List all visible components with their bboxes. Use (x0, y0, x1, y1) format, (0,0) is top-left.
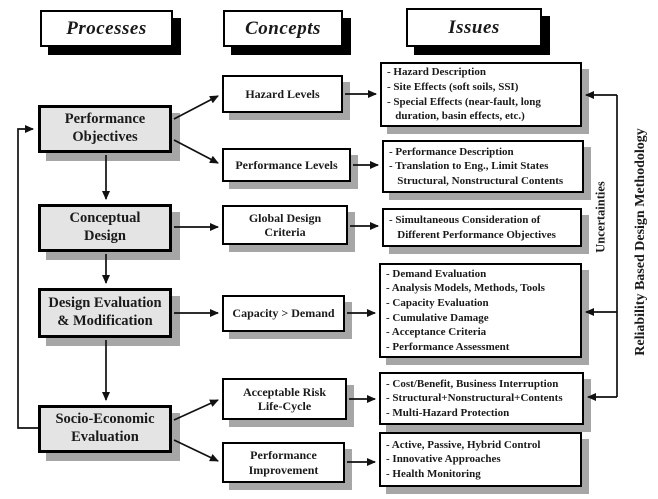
process-box-performance-objectives: Performance Objectives (38, 105, 172, 153)
arrow-socio-economic-to-performance-improvement (173, 439, 219, 462)
issue-line: - Performance Description (389, 145, 514, 158)
column-header-concepts: Concepts (223, 10, 343, 47)
issue-line: - Acceptance Criteria (386, 326, 487, 339)
issue-line: - Active, Passive, Hybrid Control (386, 438, 541, 451)
issue-line: - Hazard Description (387, 66, 486, 79)
arrow-socio-economic-to-acceptable-risk (173, 399, 219, 421)
arrow-feedback-socio-economic-to-performance-objectives (17, 125, 38, 429)
issue-line: duration, basin effects, etc.) (387, 110, 525, 123)
concept-box-performance-improvement: Performance Improvement (222, 442, 345, 483)
column-header-issues: Issues (406, 8, 542, 47)
issue-line: - Health Monitoring (386, 467, 481, 480)
issue-box-evaluation-issues: - Demand Evaluation - Analysis Models, M… (379, 263, 582, 358)
column-header-processes: Processes (40, 10, 173, 47)
label-reliability-based-design-methodology: Reliability Based Design Methodology (633, 128, 648, 356)
process-box-design-evaluation-modification: Design Evaluation & Modification (38, 288, 172, 338)
issue-line: - Multi-Hazard Protection (386, 406, 510, 419)
issue-line: - Cumulative Damage (386, 311, 489, 324)
process-box-conceptual-design: Conceptual Design (38, 204, 172, 252)
concept-box-global-design-criteria: Global Design Criteria (222, 205, 348, 245)
arrow-performance-objectives-to-hazard-levels (173, 95, 219, 120)
label-uncertainties: Uncertainties (593, 181, 608, 253)
issue-line: - Cost/Benefit, Business Interruption (386, 377, 559, 390)
issue-line: - Structural+Nonstructural+Contents (386, 392, 563, 405)
arrow-performance-objectives-to-performance-levels (173, 139, 219, 164)
issue-box-global-criteria-issues: - Simultaneous Consideration of Differen… (382, 208, 582, 247)
concept-box-performance-levels: Performance Levels (222, 148, 351, 182)
issue-line: - Translation to Eng., Limit States (389, 160, 549, 173)
issue-line: Different Performance Objectives (389, 228, 556, 241)
issue-line: - Simultaneous Consideration of (389, 213, 541, 226)
process-box-socio-economic-evaluation: Socio-Economic Evaluation (38, 405, 172, 453)
issue-line: - Demand Evaluation (386, 267, 487, 280)
issue-line: - Site Effects (soft soils, SSI) (387, 80, 519, 93)
issue-box-hazard-issues: - Hazard Description - Site Effects (sof… (380, 62, 582, 127)
issue-box-risk-issues: - Cost/Benefit, Business Interruption - … (379, 372, 584, 425)
issue-box-performance-issues: - Performance Description - Translation … (382, 140, 584, 193)
concept-box-hazard-levels: Hazard Levels (222, 75, 343, 113)
issue-line: Structural, Nonstructural Contents (389, 174, 564, 187)
issue-box-improvement-issues: - Active, Passive, Hybrid Control - Inno… (379, 432, 582, 487)
issue-line: - Analysis Models, Methods, Tools (386, 282, 545, 295)
issue-line: - Capacity Evaluation (386, 296, 489, 309)
issue-line: - Performance Assessment (386, 340, 510, 353)
issue-line: - Special Effects (near-fault, long (387, 95, 541, 108)
concept-box-capacity-demand: Capacity > Demand (222, 295, 345, 332)
issue-line: - Innovative Approaches (386, 453, 501, 466)
concept-box-acceptable-risk-life-cycle: Acceptable Risk Life-Cycle (222, 378, 347, 420)
